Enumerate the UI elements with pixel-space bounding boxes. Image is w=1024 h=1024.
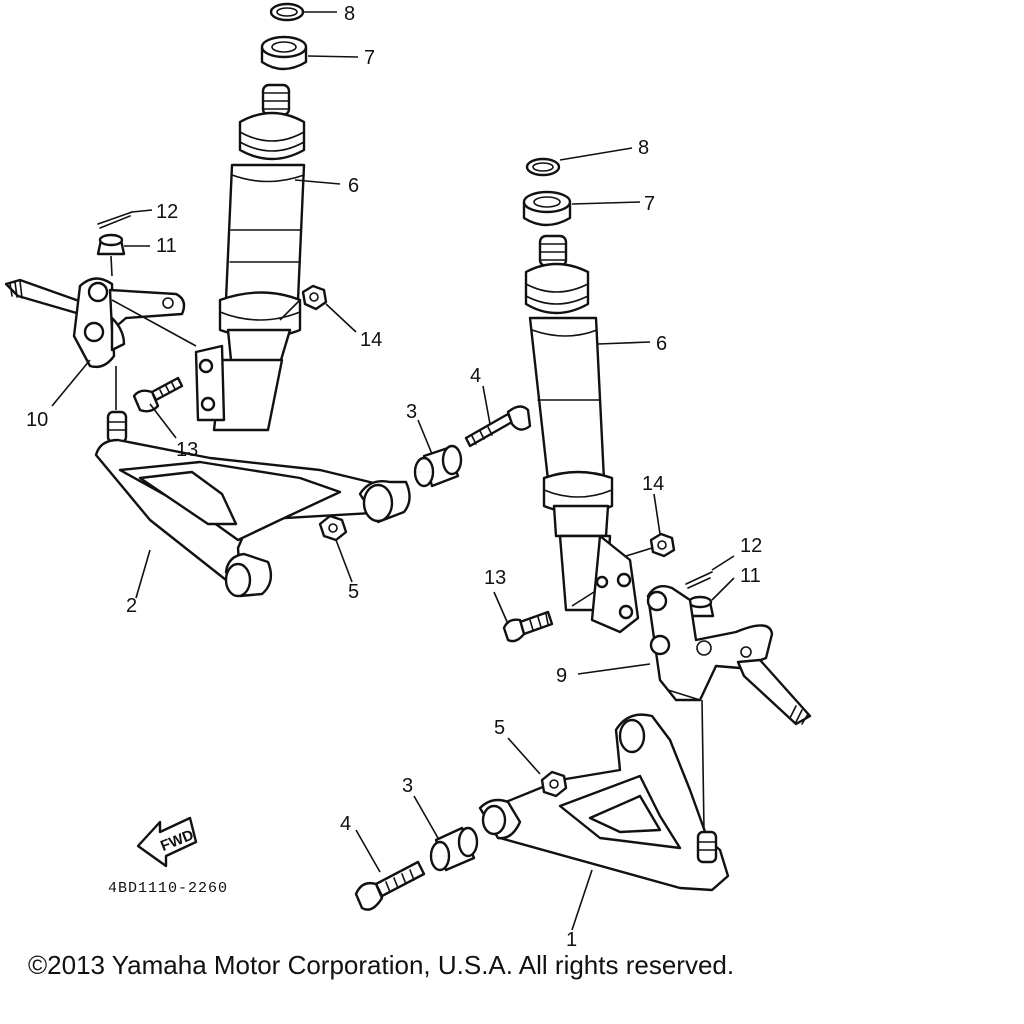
callout-9-right: 9 bbox=[556, 665, 567, 687]
callout-12-left: 12 bbox=[156, 201, 178, 223]
bushing-bottom bbox=[429, 826, 479, 872]
callout-6-right: 6 bbox=[656, 333, 667, 355]
callout-13-right: 13 bbox=[484, 567, 506, 589]
bolt-right-13 bbox=[502, 610, 554, 643]
leader-lines bbox=[51, 11, 735, 931]
bushing-left bbox=[413, 444, 463, 488]
diagram-reference-code: 4BD1110-2260 bbox=[108, 880, 228, 897]
callout-14-left: 14 bbox=[360, 329, 382, 351]
lower-arm-left bbox=[94, 410, 411, 598]
callout-7-right: 7 bbox=[644, 193, 655, 215]
steering-knuckle-left bbox=[4, 277, 186, 369]
shock-absorber-left bbox=[194, 83, 306, 432]
callout-6-left: 6 bbox=[348, 175, 359, 197]
steering-knuckle-right bbox=[646, 585, 812, 726]
callout-4-left: 4 bbox=[470, 365, 481, 387]
callout-4-bottom: 4 bbox=[340, 813, 351, 835]
bolt-bottom-4 bbox=[354, 860, 426, 911]
callout-8-right: 8 bbox=[638, 137, 649, 159]
bolt-left-13 bbox=[132, 376, 184, 413]
nut-left-14 bbox=[301, 284, 328, 311]
top-nut-left bbox=[260, 35, 308, 71]
circlip-left bbox=[269, 2, 305, 22]
callout-7-left: 7 bbox=[364, 47, 375, 69]
callout-8-left: 8 bbox=[344, 3, 355, 25]
callout-12-right: 12 bbox=[740, 535, 762, 557]
shock-absorber-right bbox=[524, 234, 640, 634]
callout-2-left: 2 bbox=[126, 595, 137, 617]
callout-1-right: 1 bbox=[566, 929, 577, 951]
callout-14-right: 14 bbox=[642, 473, 664, 495]
nut-left-5 bbox=[318, 514, 348, 542]
castle-nut-left bbox=[96, 233, 126, 256]
top-nut-right bbox=[522, 190, 572, 227]
callout-3-left: 3 bbox=[406, 401, 417, 423]
callout-11-right: 11 bbox=[740, 565, 761, 587]
cotter-pin-right bbox=[685, 571, 713, 589]
circlip-right bbox=[525, 157, 561, 177]
nut-right-14 bbox=[649, 532, 676, 558]
callout-5-left: 5 bbox=[348, 581, 359, 603]
callout-13-left: 13 bbox=[176, 439, 198, 461]
copyright-notice: ©2013 Yamaha Motor Corporation, U.S.A. A… bbox=[28, 950, 735, 980]
nut-right-5 bbox=[540, 770, 568, 798]
bolt-left-4 bbox=[464, 405, 532, 448]
forward-arrow: FWD bbox=[136, 816, 198, 868]
cotter-pin-left bbox=[97, 211, 133, 229]
callout-3-bottom: 3 bbox=[402, 775, 413, 797]
callout-11-left: 11 bbox=[156, 235, 177, 257]
callout-10-left: 10 bbox=[26, 409, 48, 431]
lower-arm-right bbox=[478, 713, 730, 892]
callout-5-right: 5 bbox=[494, 717, 505, 739]
